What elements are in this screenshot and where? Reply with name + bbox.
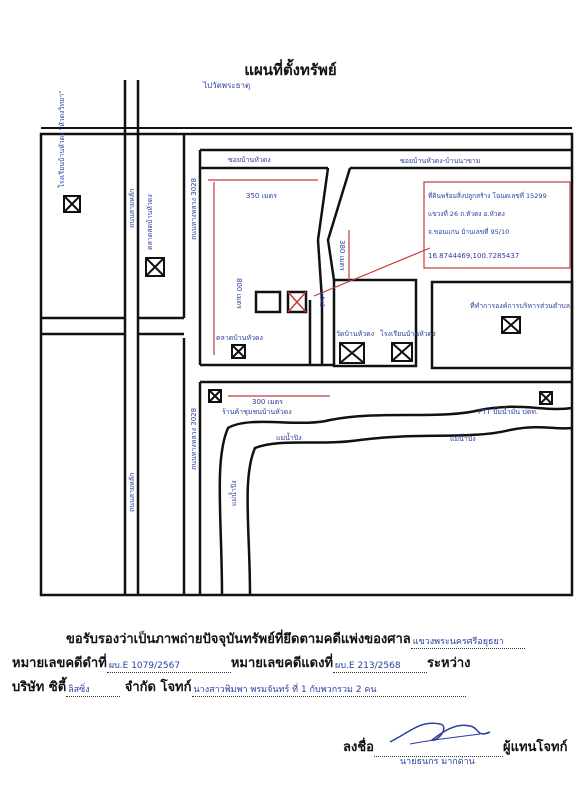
property-building — [254, 290, 282, 314]
label-property: ทรัพย์ — [318, 292, 326, 307]
signer-name: นายธนกร มากด่าน — [400, 757, 475, 767]
label-distance-left: 800 เมตร — [235, 278, 243, 309]
page-title: แผนที่ตั้งทรัพย์ — [244, 61, 337, 79]
label-main-road-upper: ถนนสายหลัก — [128, 189, 136, 228]
signature-line: ลงชื่อผู้แทนโจทก์ — [343, 740, 568, 757]
label-lane-right: ซอยบ้านหัวดง-บ้านนาขาม — [400, 157, 480, 165]
property-coordinates: 16.8744469,100.7285437 — [428, 252, 519, 260]
label-place-market: ตลาดสดบ้านหัวดง — [146, 194, 154, 250]
property-building — [286, 290, 308, 314]
landmark-marker-school2 — [391, 342, 413, 362]
river-bank-upper — [218, 405, 573, 596]
label-place-shop: ร้านค้าชุมชนบ้านหัวดง — [222, 408, 292, 416]
label-river-1: แม่น้ำปิง — [276, 431, 302, 442]
label-road-top: ไปวัดพระธาตุ — [202, 81, 250, 90]
label-place-mid-left: ตลาดบ้านหัวดง — [216, 334, 263, 342]
label-lane-left: ซอยบ้านหัวดง — [228, 156, 271, 164]
river-bank-lower — [246, 426, 573, 596]
cert-line-3: บริษัท ซิตี้ลิสซิ่ง จำกัด โจทก์นางสาวพิม… — [12, 676, 466, 697]
cert-line-1: ขอรับรองว่าเป็นภาพถ่ายปัจจุบันทรัพย์ที่ย… — [66, 628, 525, 649]
property-info-line-3: จ.ขอนแก่น บ้านเลขที่ 95/10 — [428, 227, 509, 236]
landmark-marker-school — [63, 195, 81, 213]
label-place-gas: PTT ปั๊มน้ำมัน ปตท. — [478, 405, 538, 416]
label-distance-top: 350 เมตร — [246, 192, 277, 200]
label-main-road-lower: ถนนสายหลัก — [128, 473, 136, 512]
landmark-marker-mid-left — [231, 344, 246, 359]
signature-area — [373, 742, 503, 757]
landmark-marker-market — [145, 257, 165, 277]
landmark-marker-gas — [539, 391, 553, 405]
landmark-marker-temple — [339, 342, 365, 364]
label-place-office: ที่ทำการองค์การบริหารส่วนตำบล — [470, 301, 570, 310]
label-river-3: แม่น้ำปิง — [227, 480, 238, 506]
label-distance-right: 380 เมตร — [338, 240, 346, 271]
landmark-marker-office — [501, 316, 521, 334]
label-place-school2: โรงเรียนบ้านหัวดง — [380, 329, 436, 338]
property-info-line-1: ที่ดินพร้อมสิ่งปลูกสร้าง โฉนดเลขที่ 1529… — [428, 191, 547, 200]
landmark-marker-shop — [208, 389, 222, 403]
label-place-temple: วัดบ้านหัวดง — [336, 330, 374, 338]
label-highway-lower: ถนนทางหลวง 3028 — [190, 408, 198, 470]
handwritten-signature — [389, 722, 491, 745]
label-river-2: แม่น้ำปิง — [450, 432, 476, 443]
label-place-school: โรงเรียนบ้านหัวดง "หัวดงวิทยา" — [57, 91, 66, 188]
label-distance-bottom: 300 เมตร — [252, 398, 283, 406]
property-info-line-2: แขวงที่ 26 ถ.หัวดง อ.หัวดง — [428, 209, 505, 218]
label-highway-upper: ถนนทางหลวง 3028 — [190, 178, 198, 240]
